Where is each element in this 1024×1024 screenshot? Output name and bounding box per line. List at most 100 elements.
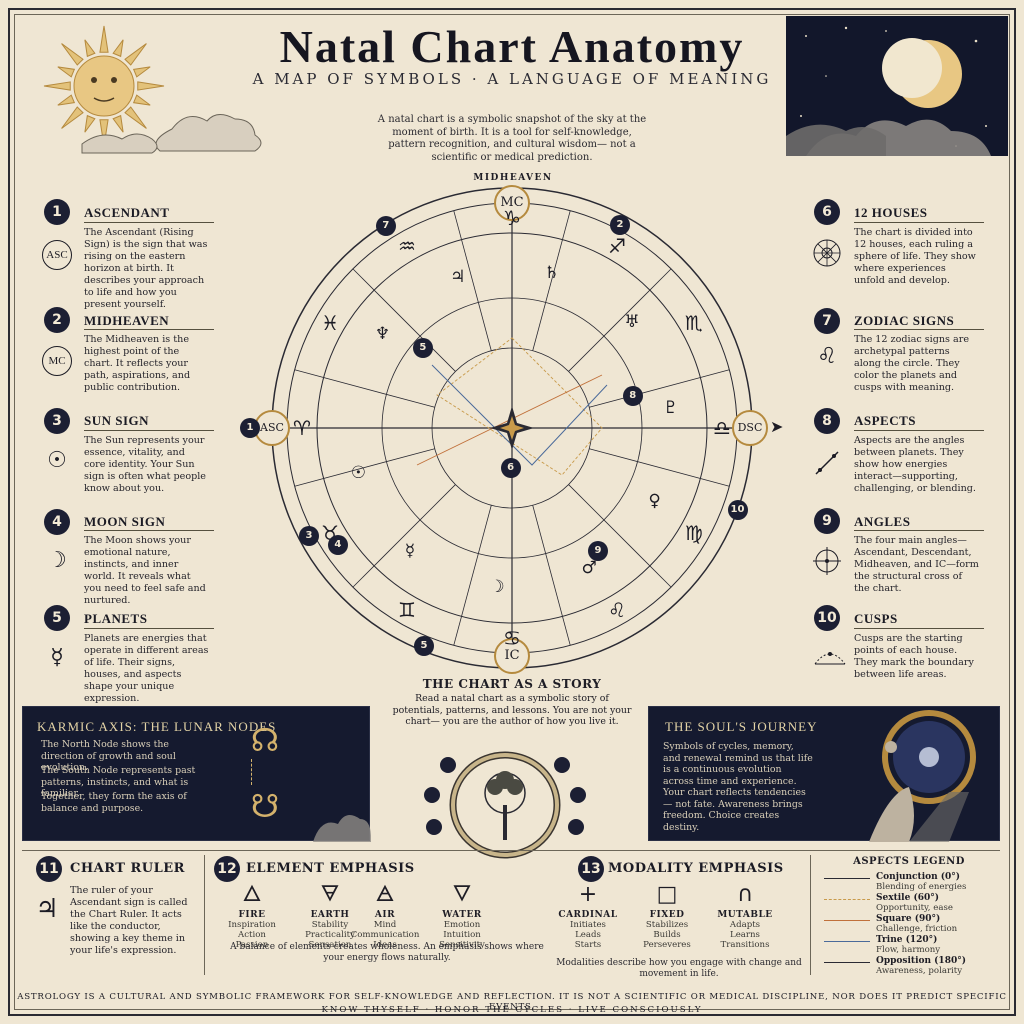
zodiac-sign-glyph: ♐ bbox=[608, 234, 626, 259]
aspect-legend-row: Square (90°)Challenge, friction bbox=[820, 914, 990, 934]
element-name: WATER bbox=[442, 910, 482, 920]
cusp-arc-icon bbox=[812, 642, 848, 668]
sun-illustration bbox=[22, 14, 282, 164]
marker-number: 8 bbox=[814, 408, 840, 434]
marker-number: 4 bbox=[44, 509, 70, 535]
modality-symbol-icon: ∩ bbox=[736, 882, 754, 907]
aspect-name: Square (90°) bbox=[876, 914, 941, 924]
journey-title: THE SOUL'S JOURNEY bbox=[665, 719, 818, 734]
planet-glyph: ☽ bbox=[489, 577, 505, 598]
story-text: Read a natal chart as a symbolic story o… bbox=[392, 693, 632, 727]
aspect-line-swatch bbox=[824, 899, 870, 900]
aspect-name: Conjunction (0°) bbox=[876, 872, 961, 882]
element-keyword: Emotion bbox=[443, 920, 481, 930]
zodiac-sign-glyph: ♋ bbox=[503, 626, 521, 650]
item-title: ZODIAC SIGNS bbox=[854, 313, 955, 328]
page-frame bbox=[8, 8, 1016, 1016]
aspect-name: Trine (120°) bbox=[876, 935, 938, 945]
modality-keyword: Starts bbox=[574, 940, 602, 950]
element-name: FIRE bbox=[238, 910, 266, 920]
moon-icon: ☽ bbox=[47, 548, 67, 573]
divider bbox=[854, 329, 984, 330]
zodiac-sign-glyph: ♒ bbox=[398, 234, 416, 259]
planet-glyph: ☿ bbox=[404, 541, 416, 562]
element-keyword: Mind bbox=[373, 920, 397, 930]
ic-angle-marker: IC bbox=[494, 638, 530, 674]
aspect-line-icon bbox=[812, 448, 842, 478]
element-name: EARTH bbox=[310, 910, 350, 920]
modality-symbol-icon: □ bbox=[656, 882, 678, 907]
element-keyword: Action bbox=[238, 930, 266, 940]
element-keyword: Stability bbox=[311, 920, 349, 930]
element-keyword: Intuition bbox=[443, 930, 481, 940]
portal-illustration bbox=[869, 710, 976, 842]
modality-keyword: Stabilizes bbox=[645, 920, 689, 930]
wheel-marker-number: 4 bbox=[327, 535, 348, 556]
compass-star-icon bbox=[490, 406, 534, 450]
wheel-marker-number: 3 bbox=[298, 525, 319, 546]
divider bbox=[84, 329, 214, 330]
chart-ruler-text: The ruler of your Ascendant sign is call… bbox=[70, 885, 188, 956]
divider bbox=[854, 628, 984, 629]
leo-icon: ♌ bbox=[817, 344, 837, 369]
aspect-name: Sextile (60°) bbox=[876, 893, 939, 903]
divider bbox=[84, 430, 214, 431]
planet-glyph: ♃ bbox=[450, 267, 466, 288]
marker-number: 13 bbox=[578, 856, 604, 882]
column-divider bbox=[810, 855, 811, 975]
divider bbox=[854, 430, 984, 431]
element-keyword: Sensation bbox=[308, 940, 352, 950]
item-text: The Ascendant (Rising Sign) is the sign … bbox=[84, 227, 208, 310]
dsc-angle-marker: DSC bbox=[732, 410, 768, 446]
page-subtitle: A MAP OF SYMBOLS · A LANGUAGE OF MEANING bbox=[252, 70, 772, 88]
wheel-marker-number: 1 bbox=[240, 418, 260, 438]
karmic-p3: Together, they form the axis of balance … bbox=[41, 791, 187, 814]
page-title: Natal Chart Anatomy bbox=[279, 21, 745, 72]
planet-glyph: ♄ bbox=[544, 263, 560, 284]
modality-note: Modalities describe how you engage with … bbox=[556, 958, 802, 979]
intro-text: A natal chart is a symbolic snapshot of … bbox=[377, 114, 647, 163]
north-node-icon: ☊ bbox=[250, 721, 280, 759]
disclaimer-text: ASTROLOGY IS A CULTURAL AND SYMBOLIC FRA… bbox=[17, 992, 1007, 1012]
marker-number: 6 bbox=[814, 199, 840, 225]
item-text: The four main angles— Ascendant, Descend… bbox=[854, 535, 979, 594]
element-keyword: Practicality bbox=[305, 930, 355, 940]
divider bbox=[854, 222, 984, 223]
planet-glyph: ♂ bbox=[581, 558, 597, 579]
mc-angle-marker: MC bbox=[494, 185, 530, 221]
planet-glyph: ♆ bbox=[374, 323, 391, 344]
souls-journey-panel: THE SOUL'S JOURNEY Symbols of cycles, me… bbox=[648, 706, 1000, 842]
south-node-icon: ☋ bbox=[250, 787, 280, 825]
wheel-marker-number: 2 bbox=[609, 214, 630, 235]
zodiac-sign-glyph: ♈ bbox=[293, 416, 311, 440]
item-title: ANGLES bbox=[854, 514, 911, 529]
aspect-legend-row: Conjunction (0°)Blending of energies bbox=[820, 872, 990, 892]
element-symbol-icon: 🜁 bbox=[375, 882, 395, 907]
element-keyword: Sensitivity bbox=[439, 940, 485, 950]
modality-keyword: Perseveres bbox=[643, 940, 691, 950]
modality-keyword: Leads bbox=[575, 930, 601, 940]
zodiac-sign-glyph: ♌ bbox=[608, 597, 626, 622]
marker-number: 11 bbox=[36, 856, 62, 882]
house-wheel-icon bbox=[812, 238, 842, 268]
element-note: A balance of elements creates wholeness.… bbox=[230, 942, 544, 963]
modality-symbol-icon: + bbox=[578, 882, 598, 907]
planet-glyph: ♅ bbox=[624, 312, 640, 333]
wheel-marker-number: 10 bbox=[727, 500, 748, 521]
page-frame-inner bbox=[14, 14, 1010, 1010]
element-keyword: Inspiration bbox=[228, 920, 276, 930]
element-name: AIR bbox=[374, 910, 396, 920]
item-title: CUSPS bbox=[854, 611, 898, 626]
element-symbol-icon: 🜄 bbox=[452, 882, 472, 907]
marker-number: 10 bbox=[814, 605, 840, 631]
divider bbox=[84, 628, 214, 629]
marker-number: 3 bbox=[44, 408, 70, 434]
marker-number: 12 bbox=[214, 856, 240, 882]
modality-keyword: Transitions bbox=[720, 940, 770, 950]
aspect-legend-row: Trine (120°)Flow, harmony bbox=[820, 935, 990, 955]
modality-emphasis-title: MODALITY EMPHASIS bbox=[608, 861, 784, 876]
